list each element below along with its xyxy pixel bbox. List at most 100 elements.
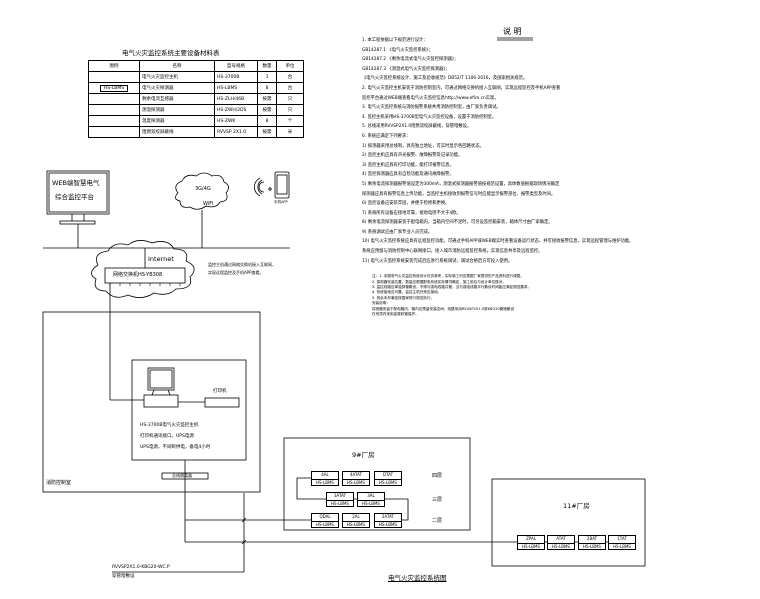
wifi-signal-icon bbox=[254, 177, 272, 197]
note-line: 2. 电气火灾监控主机安装于消防控制室内，可通过网络交换机接入互联网，实现远程监… bbox=[362, 85, 561, 91]
note-small-line: 5. 其余未尽事宜按国家现行规范执行。 bbox=[372, 295, 435, 300]
wireless-cloud-icon bbox=[175, 172, 229, 210]
detector-name: 4ATAT bbox=[350, 472, 362, 477]
note-line: 《电气火灾监控系统设计、施工及验收规范》DB52/T 1106-2016，及国家… bbox=[362, 76, 528, 82]
floor-label: 三层 bbox=[432, 497, 443, 503]
equipment-table-title: 电气火灾监控系统主要设备材料表 bbox=[122, 49, 220, 57]
building-11-title: 11#厂房 bbox=[563, 502, 590, 510]
host-label: 打印机通讯接口，UPS电源 bbox=[140, 434, 194, 439]
monitor-icon bbox=[46, 170, 110, 248]
phone-icon bbox=[274, 171, 290, 199]
note-small-line: 4. 系统接地应可靠，监控主机外壳应接地。 bbox=[372, 290, 442, 295]
web-platform-label: WEB端智慧电气 bbox=[52, 179, 100, 187]
floor-label: 四层 bbox=[432, 473, 443, 479]
cell-quantity: 按需 bbox=[257, 126, 277, 138]
cell-unit: 只 bbox=[276, 93, 304, 105]
note-line: 3) 监控主机应具有打印功能，能打印报警信息。 bbox=[362, 162, 454, 168]
cell-unit: 个 bbox=[276, 115, 304, 127]
cell-name: 温度探测器 bbox=[139, 115, 215, 127]
cell-unit: 台 bbox=[276, 71, 304, 83]
detector-model: HS-LBMS bbox=[548, 542, 574, 551]
building-9-title: 9#厂房 bbox=[352, 451, 375, 459]
detector-model: HS-LBMS bbox=[518, 542, 544, 551]
cell-unit: 只 bbox=[276, 104, 304, 116]
building-9-boundary bbox=[283, 437, 471, 531]
header-legend: 图例 bbox=[88, 60, 140, 72]
cell-unit: 米 bbox=[276, 126, 304, 138]
cell-legend bbox=[88, 71, 140, 83]
notes-block: 1. 本工程依据以下规范进行设计： GB14287.1 《电气火灾监控系统》； … bbox=[362, 36, 702, 318]
cell-legend bbox=[88, 93, 140, 105]
wireless-label: 3G/4G bbox=[195, 186, 211, 192]
cell-model: HS-3700B bbox=[214, 71, 258, 83]
cell-quantity: 1 bbox=[257, 71, 277, 83]
cell-legend bbox=[88, 104, 140, 116]
phone-label: 手机APP bbox=[274, 200, 288, 204]
note-small-line: 在吊顶内采用金属软管保护。 bbox=[372, 312, 419, 317]
note-small-line: 3. 监控线路应单独穿管敷设，不得与强电线路共管，当与强电线路平行敷设时间距应满… bbox=[372, 285, 532, 290]
cell-quantity: 按需 bbox=[257, 104, 277, 116]
detector-name: DTAT bbox=[382, 472, 394, 477]
cell-quantity: 8 bbox=[257, 82, 277, 94]
control-room-boundary bbox=[42, 311, 261, 493]
cell-legend: HS-LBMS bbox=[99, 84, 129, 92]
note-line: 2) 监控主机应具有声光报警、故障报警及记录功能。 bbox=[362, 153, 463, 159]
cell-name: 电气火灾探测器 bbox=[139, 82, 215, 94]
cell-unit: 台 bbox=[276, 82, 304, 94]
cell-model: HS-ZWH/2DS bbox=[214, 104, 258, 116]
detector-model: HS-LBMS bbox=[375, 478, 401, 487]
cell-name: 剩余电流互感器 bbox=[139, 93, 215, 105]
cell-model: HS-LBMS bbox=[214, 82, 258, 94]
web-platform-label: 综合监控平台 bbox=[55, 193, 94, 201]
detector-model: HS-LBMS bbox=[609, 542, 635, 551]
note-line: 11) 电气火灾监控系统安装完成后应进行系统调试，调试合格后方可投入使用。 bbox=[362, 258, 513, 264]
switch-label: 网络交换机HS-YB308 bbox=[113, 272, 163, 278]
header-name: 名称 bbox=[139, 60, 215, 72]
detector-model: HS-LBMS bbox=[375, 520, 401, 529]
note-line: 7) 系统所有设备应接地可靠，接地电阻不大于4欧。 bbox=[362, 210, 461, 216]
header-quantity: 数量 bbox=[257, 60, 277, 72]
detector-model: HS-LBMS bbox=[327, 499, 353, 508]
cable-note-label: 穿管暗敷设 bbox=[112, 574, 135, 579]
cell-model: RVVSP 2X1.0 bbox=[214, 126, 258, 138]
printer-label: 打印机 bbox=[213, 389, 227, 394]
cell-model: HS-ZLH/46B bbox=[214, 93, 258, 105]
detector-model: HS-LBMS bbox=[579, 542, 605, 551]
note-small-line: 注：1. 本图电气火灾监控系统设计仅供参考，实际施工时应根据厂家提供的产品资料进… bbox=[372, 274, 524, 279]
cell-quantity: 8 bbox=[257, 115, 277, 127]
cell-name: 测温探测器 bbox=[139, 104, 215, 116]
cell-model: HS-ZWK bbox=[214, 115, 258, 127]
control-room-label: 消防控制室 bbox=[46, 480, 72, 486]
note-line: 1. 本工程依据以下规范进行设计： bbox=[362, 38, 428, 43]
note-small-line: 安装说明： bbox=[372, 301, 390, 306]
network-switch bbox=[104, 267, 186, 284]
note-small-line: 探测器安装于配电箱内，箱内应预留安装空间，线路采用RVVSP2X1.0穿KBG2… bbox=[372, 306, 515, 311]
cell-legend bbox=[88, 115, 140, 127]
cable-spec-label: RVVSP2X1.0-KBG20-WC.P bbox=[112, 565, 170, 570]
detector-name: 2AL bbox=[352, 514, 360, 519]
note-line: GB14287.3 《测温式电气火灾监控探测器》； bbox=[362, 66, 450, 72]
note-line: 10) 电气火灾监控系统应具有远程监控功能，可通过手机APP或WEB端实时查看设… bbox=[362, 239, 634, 245]
note-line: 6. 系统应满足下列要求： bbox=[362, 133, 411, 139]
detector-name: 3ATAT bbox=[334, 493, 346, 498]
switch-note: 监控主机通过网络交换机接入互联网， bbox=[208, 262, 276, 267]
building-11-boundary bbox=[491, 478, 646, 567]
detector-name: 2ATAT bbox=[382, 514, 394, 519]
computer-icon bbox=[143, 367, 179, 408]
table-header-row: 图例 名称 型号规格 数量 单位 bbox=[88, 60, 304, 72]
note-line: 5) 剩余电流探测器报警值设定为300mA，测温式探测器报警值按规范设置，具体数… bbox=[362, 181, 560, 187]
note-line: 4) 监控探测器应具有自检功能及通讯故障报警。 bbox=[362, 172, 454, 178]
detector-name: 2BAT bbox=[586, 536, 598, 541]
